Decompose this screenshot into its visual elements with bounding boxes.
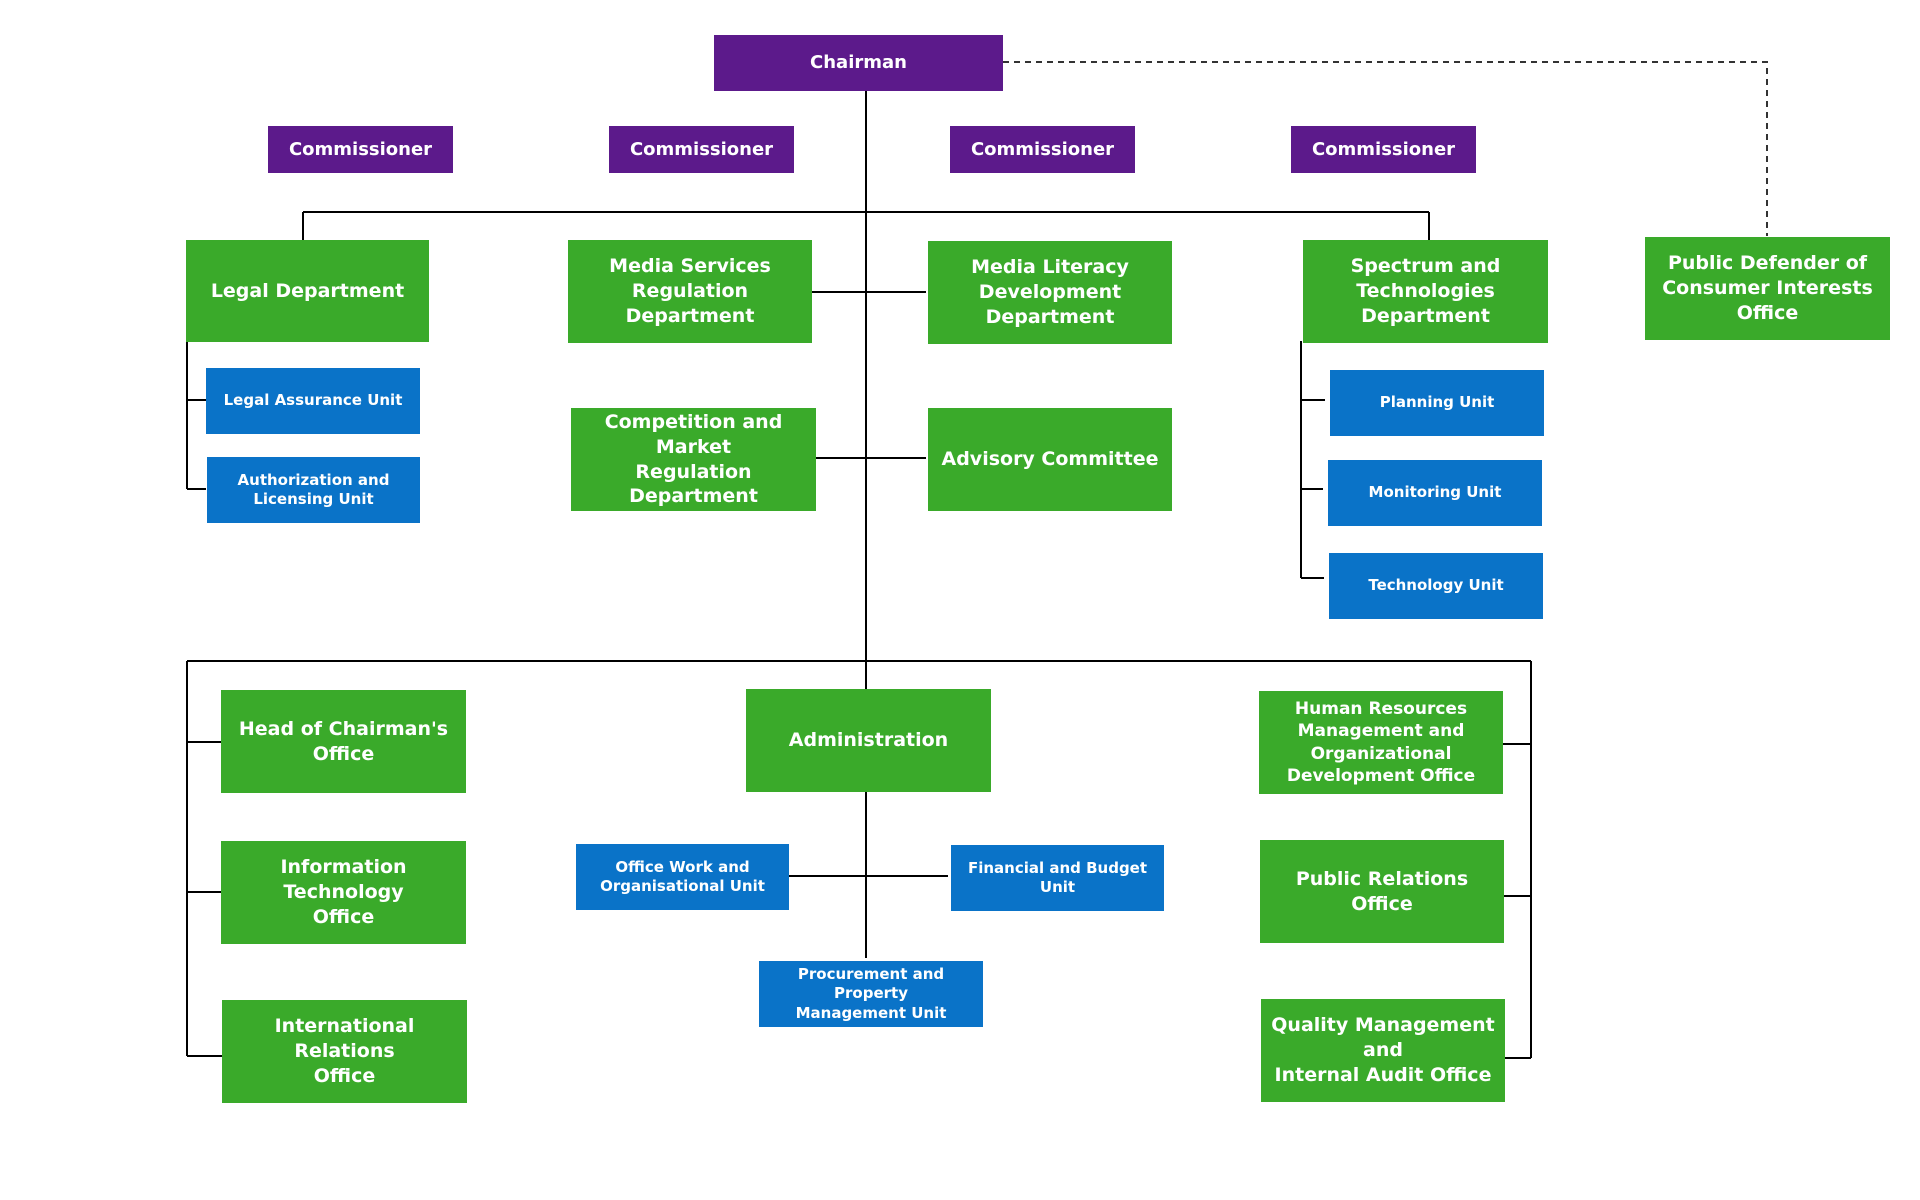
- competition-department-box: Competition and Market Regulation Depart…: [571, 408, 816, 511]
- information-technology-office-box: Information Technology Office: [221, 841, 466, 944]
- commissioner-box-3: Commissioner: [950, 126, 1135, 173]
- authorization-licensing-unit-box: Authorization and Licensing Unit: [207, 457, 420, 523]
- commissioner-box-4: Commissioner: [1291, 126, 1476, 173]
- legal-department-box: Legal Department: [186, 240, 429, 342]
- public-defender-dashed-connector: [1003, 61, 1768, 236]
- media-services-department-box: Media Services Regulation Department: [568, 240, 812, 343]
- office-work-unit-box: Office Work and Organisational Unit: [576, 844, 789, 910]
- quality-management-office-box: Quality Management and Internal Audit Of…: [1261, 999, 1505, 1102]
- advisory-committee-box: Advisory Committee: [928, 408, 1172, 511]
- legal-assurance-unit-box: Legal Assurance Unit: [206, 368, 420, 434]
- head-of-chairmans-office-box: Head of Chairman's Office: [221, 690, 466, 793]
- public-relations-office-box: Public Relations Office: [1260, 840, 1504, 943]
- chairman-box: Chairman: [714, 35, 1003, 91]
- planning-unit-box: Planning Unit: [1330, 370, 1544, 436]
- financial-budget-unit-box: Financial and Budget Unit: [951, 845, 1164, 911]
- public-defender-office-box: Public Defender of Consumer Interests Of…: [1645, 237, 1890, 340]
- administration-box: Administration: [746, 689, 991, 792]
- human-resources-office-box: Human Resources Management and Organizat…: [1259, 691, 1503, 794]
- international-relations-office-box: International Relations Office: [222, 1000, 467, 1103]
- monitoring-unit-box: Monitoring Unit: [1328, 460, 1542, 526]
- procurement-property-unit-box: Procurement and Property Management Unit: [759, 961, 983, 1027]
- commissioner-box-2: Commissioner: [609, 126, 794, 173]
- media-literacy-department-box: Media Literacy Development Department: [928, 241, 1172, 344]
- commissioner-box-1: Commissioner: [268, 126, 453, 173]
- technology-unit-box: Technology Unit: [1329, 553, 1543, 619]
- spectrum-department-box: Spectrum and Technologies Department: [1303, 240, 1548, 343]
